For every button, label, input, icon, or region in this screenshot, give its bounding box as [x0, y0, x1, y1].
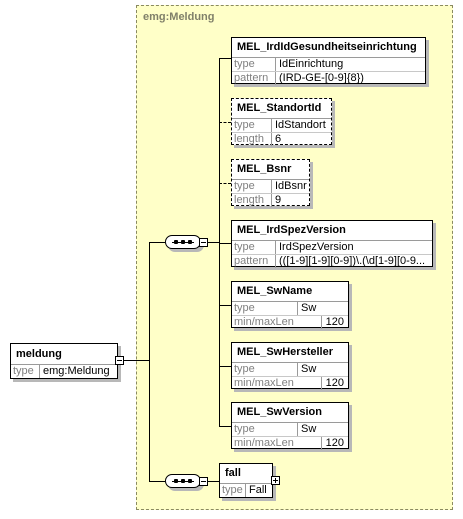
row-value: IdStandort	[275, 119, 326, 131]
row-value: (IRD-GE-[0-9]{8})	[279, 72, 364, 84]
element-name: MEL_IrdIdGesundheitseinrichtung	[232, 38, 425, 58]
seq1-stub	[208, 242, 219, 243]
seq1-vertical	[219, 58, 220, 426]
row-value: Fall	[249, 484, 267, 496]
row-key: type	[232, 58, 276, 71]
row-key: min/maxLen	[232, 437, 322, 450]
row-key: type	[232, 119, 272, 132]
element-name: MEL_SwName	[232, 282, 348, 302]
sequence-compositor-1	[165, 235, 201, 249]
branch-to-seq2	[149, 481, 165, 482]
row-value: 120	[325, 316, 344, 328]
child-connector-2	[219, 122, 231, 123]
branch-to-seq1	[149, 242, 165, 243]
root-element-meldung[interactable]: meldung type emg:Meldung	[10, 343, 118, 379]
row-value: IrdSpezVersion	[279, 241, 354, 253]
row-value: 9	[275, 194, 282, 206]
row-value: IdBsnr	[275, 180, 307, 192]
row-key: pattern	[232, 255, 276, 268]
child-connector-4	[219, 243, 231, 244]
root-type-key: type	[11, 365, 40, 378]
child-connector-7	[219, 426, 231, 427]
row-value: Sw	[301, 423, 317, 435]
child-connector-1	[219, 58, 231, 59]
child-connector-6	[219, 366, 231, 367]
row-key: pattern	[232, 72, 276, 85]
row-value: Sw	[301, 302, 317, 314]
row-key: min/maxLen	[232, 316, 322, 329]
expand-fall-icon[interactable]	[271, 476, 280, 485]
root-type-value: emg:Meldung	[43, 365, 110, 377]
collapse-sequence-2-icon[interactable]	[199, 477, 208, 486]
root-element-name: meldung	[11, 344, 117, 365]
row-value: 120	[325, 377, 344, 389]
row-key: type	[232, 363, 298, 376]
element-name: MEL_IrdSpezVersion	[232, 221, 432, 241]
row-key: type	[232, 423, 298, 436]
row-key: length	[232, 194, 272, 207]
seq2-connector	[208, 481, 219, 482]
element-name: fall	[220, 464, 272, 484]
collapse-sequence-1-icon[interactable]	[199, 238, 208, 247]
trunk-line	[149, 242, 150, 482]
collapse-root-icon[interactable]	[115, 356, 124, 365]
element-name: MEL_Bsnr	[232, 160, 309, 180]
row-key: type	[232, 241, 276, 254]
row-key: length	[232, 133, 272, 146]
row-value: (([1-9][1-9][0-9])\.(\d[1-9][0-9...	[279, 255, 426, 267]
child-connector-5	[219, 305, 231, 306]
row-key: min/maxLen	[232, 377, 322, 390]
row-value: Sw	[301, 363, 317, 375]
element-name: MEL_SwHersteller	[232, 343, 348, 363]
row-key: type	[232, 302, 298, 315]
row-value: 120	[325, 437, 344, 449]
complex-type-title: emg:Meldung	[143, 11, 215, 23]
row-key: type	[220, 484, 246, 497]
row-value: 6	[275, 133, 282, 145]
element-name: MEL_SwVersion	[232, 403, 348, 423]
row-key: type	[232, 180, 272, 193]
root-connector	[122, 360, 149, 361]
row-value: IdEinrichtung	[279, 58, 344, 70]
sequence-compositor-2	[165, 474, 201, 488]
child-connector-3	[219, 183, 231, 184]
element-name: MEL_StandortId	[232, 99, 331, 119]
